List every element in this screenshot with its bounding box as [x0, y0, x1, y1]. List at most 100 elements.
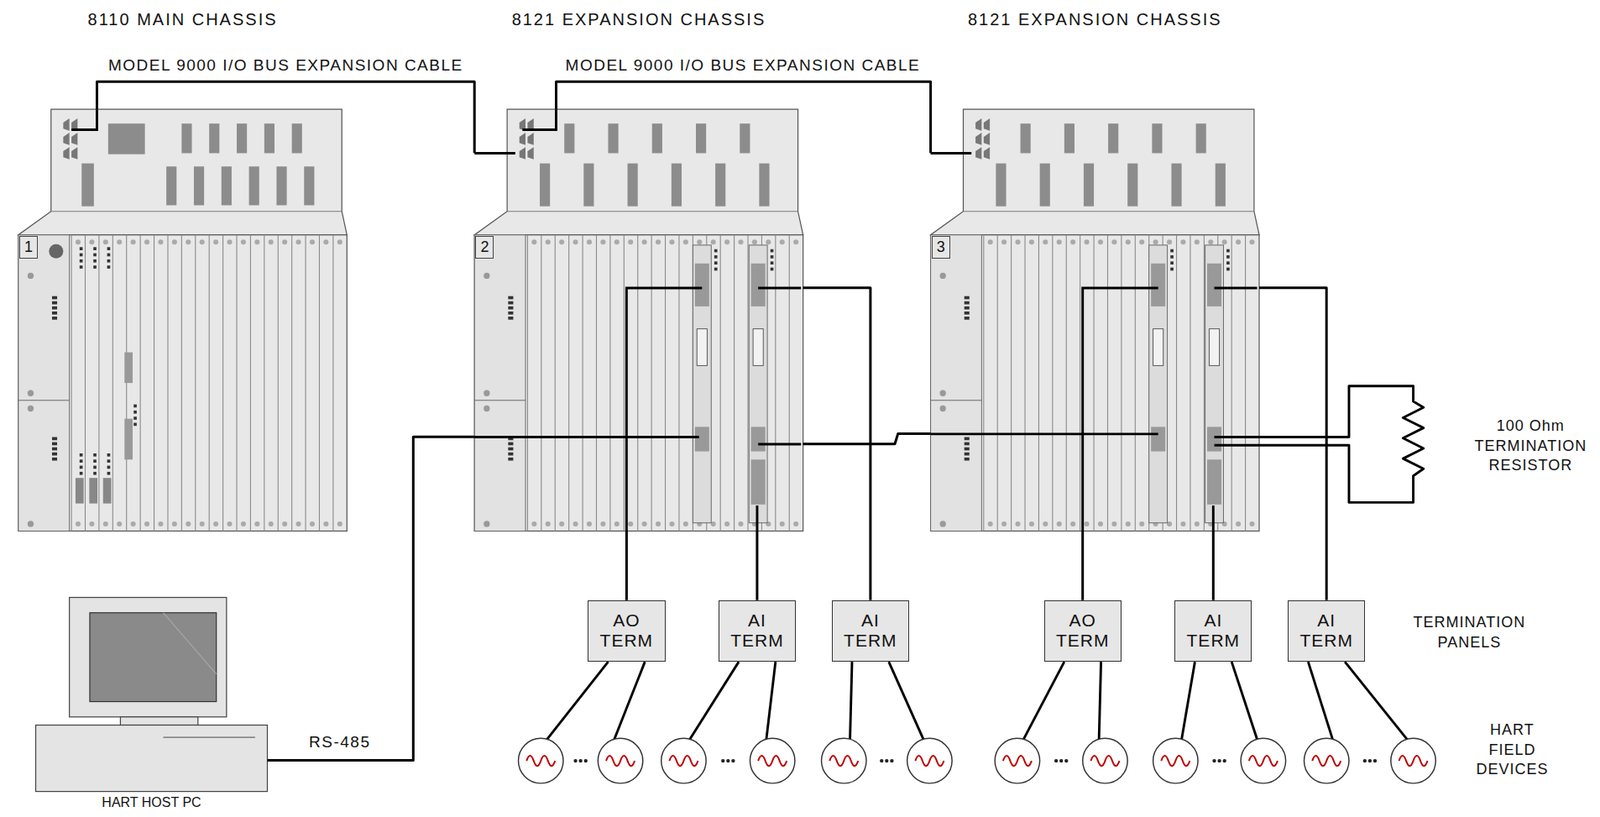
field-device: [749, 737, 795, 784]
bus-connector: [62, 132, 69, 146]
screw: [226, 521, 232, 527]
signal-wave: [758, 755, 787, 766]
slot-line: [747, 235, 748, 532]
screw: [268, 239, 274, 245]
led: [770, 261, 774, 265]
led: [79, 459, 84, 463]
screen-glare: [162, 612, 216, 675]
screw: [337, 239, 343, 245]
screw: [1111, 521, 1117, 527]
screw: [1070, 521, 1076, 527]
bus-connector: [983, 118, 990, 131]
bus-connector: [527, 146, 534, 160]
screw: [683, 521, 689, 527]
led: [714, 249, 718, 253]
indicator: [964, 316, 970, 320]
led: [1170, 249, 1174, 253]
edge-label: MODEL 9000 I/O BUS EXPANSION CABLE: [106, 56, 466, 75]
back-slot: [221, 166, 232, 205]
screw: [737, 239, 743, 245]
indicator: [507, 296, 513, 300]
signal-wave: [829, 755, 858, 766]
slot-line: [720, 235, 722, 532]
back-slot: [292, 123, 303, 153]
screw: [1153, 239, 1159, 245]
led: [107, 471, 111, 476]
screw: [282, 239, 288, 245]
led: [93, 459, 97, 463]
screw: [655, 239, 661, 245]
front-rack: [474, 235, 803, 532]
drive-slot: [162, 737, 255, 738]
screw: [1180, 239, 1186, 245]
led: [714, 255, 718, 259]
slot-line: [596, 235, 597, 532]
back-slot: [1171, 163, 1182, 207]
screw: [88, 239, 95, 245]
screw: [27, 520, 34, 527]
slot-line: [1189, 235, 1191, 532]
screw: [1042, 521, 1048, 527]
slot-line: [277, 235, 279, 532]
slot-line: [1244, 235, 1246, 532]
back-slot: [671, 163, 682, 207]
slot-line: [1024, 235, 1025, 532]
slot-line: [1107, 235, 1109, 532]
field-device: [1240, 737, 1286, 784]
screw: [614, 239, 620, 245]
screw: [226, 239, 232, 245]
ellipsis-dot: [1222, 758, 1226, 763]
slot-line: [789, 235, 790, 532]
power-supply: [18, 235, 70, 532]
ellipsis-dot: [731, 758, 735, 763]
screw: [573, 521, 579, 527]
screw: [600, 239, 606, 245]
field-device: [518, 737, 564, 784]
chassis-drawing: [930, 109, 1260, 531]
screw: [642, 521, 648, 527]
supply-divider: [18, 399, 70, 401]
screw: [144, 521, 150, 527]
back-slot: [627, 163, 638, 207]
back-slot: [758, 163, 769, 207]
card-handle: [75, 477, 84, 503]
screw: [337, 521, 343, 527]
screw: [130, 239, 136, 245]
indicator: [507, 442, 513, 446]
screw: [737, 521, 743, 527]
signal-wave: [1090, 755, 1119, 766]
indicator: [52, 311, 58, 315]
edge-label: RS-485: [307, 732, 372, 752]
screw: [75, 521, 81, 527]
cable: [474, 151, 516, 155]
screw: [1029, 521, 1035, 527]
led: [93, 259, 97, 263]
slot-line: [554, 235, 556, 532]
field-device: [907, 737, 952, 784]
screw: [1014, 239, 1020, 245]
termination-panel: AI TERM: [1174, 600, 1252, 662]
indicator: [52, 296, 58, 300]
led: [1170, 255, 1174, 259]
chassis-number: 1: [19, 235, 38, 259]
screw: [765, 239, 771, 245]
card-handle: [103, 477, 112, 503]
bus-connector: [519, 146, 526, 160]
led: [133, 410, 137, 414]
screw: [103, 521, 109, 527]
screw: [1222, 239, 1228, 245]
screw: [254, 521, 260, 527]
indicator: [52, 301, 58, 305]
screw: [323, 239, 329, 245]
slot-line: [222, 235, 224, 532]
screw: [116, 521, 122, 527]
slot-line: [623, 235, 625, 532]
module-window: [1153, 329, 1164, 367]
field-wire: [1023, 661, 1065, 739]
cable: [1082, 287, 1159, 531]
slot-line: [568, 235, 570, 532]
slot-line: [194, 235, 196, 532]
cable: [1081, 530, 1084, 601]
bus-connector: [975, 132, 982, 146]
module-connector: [1207, 426, 1222, 451]
